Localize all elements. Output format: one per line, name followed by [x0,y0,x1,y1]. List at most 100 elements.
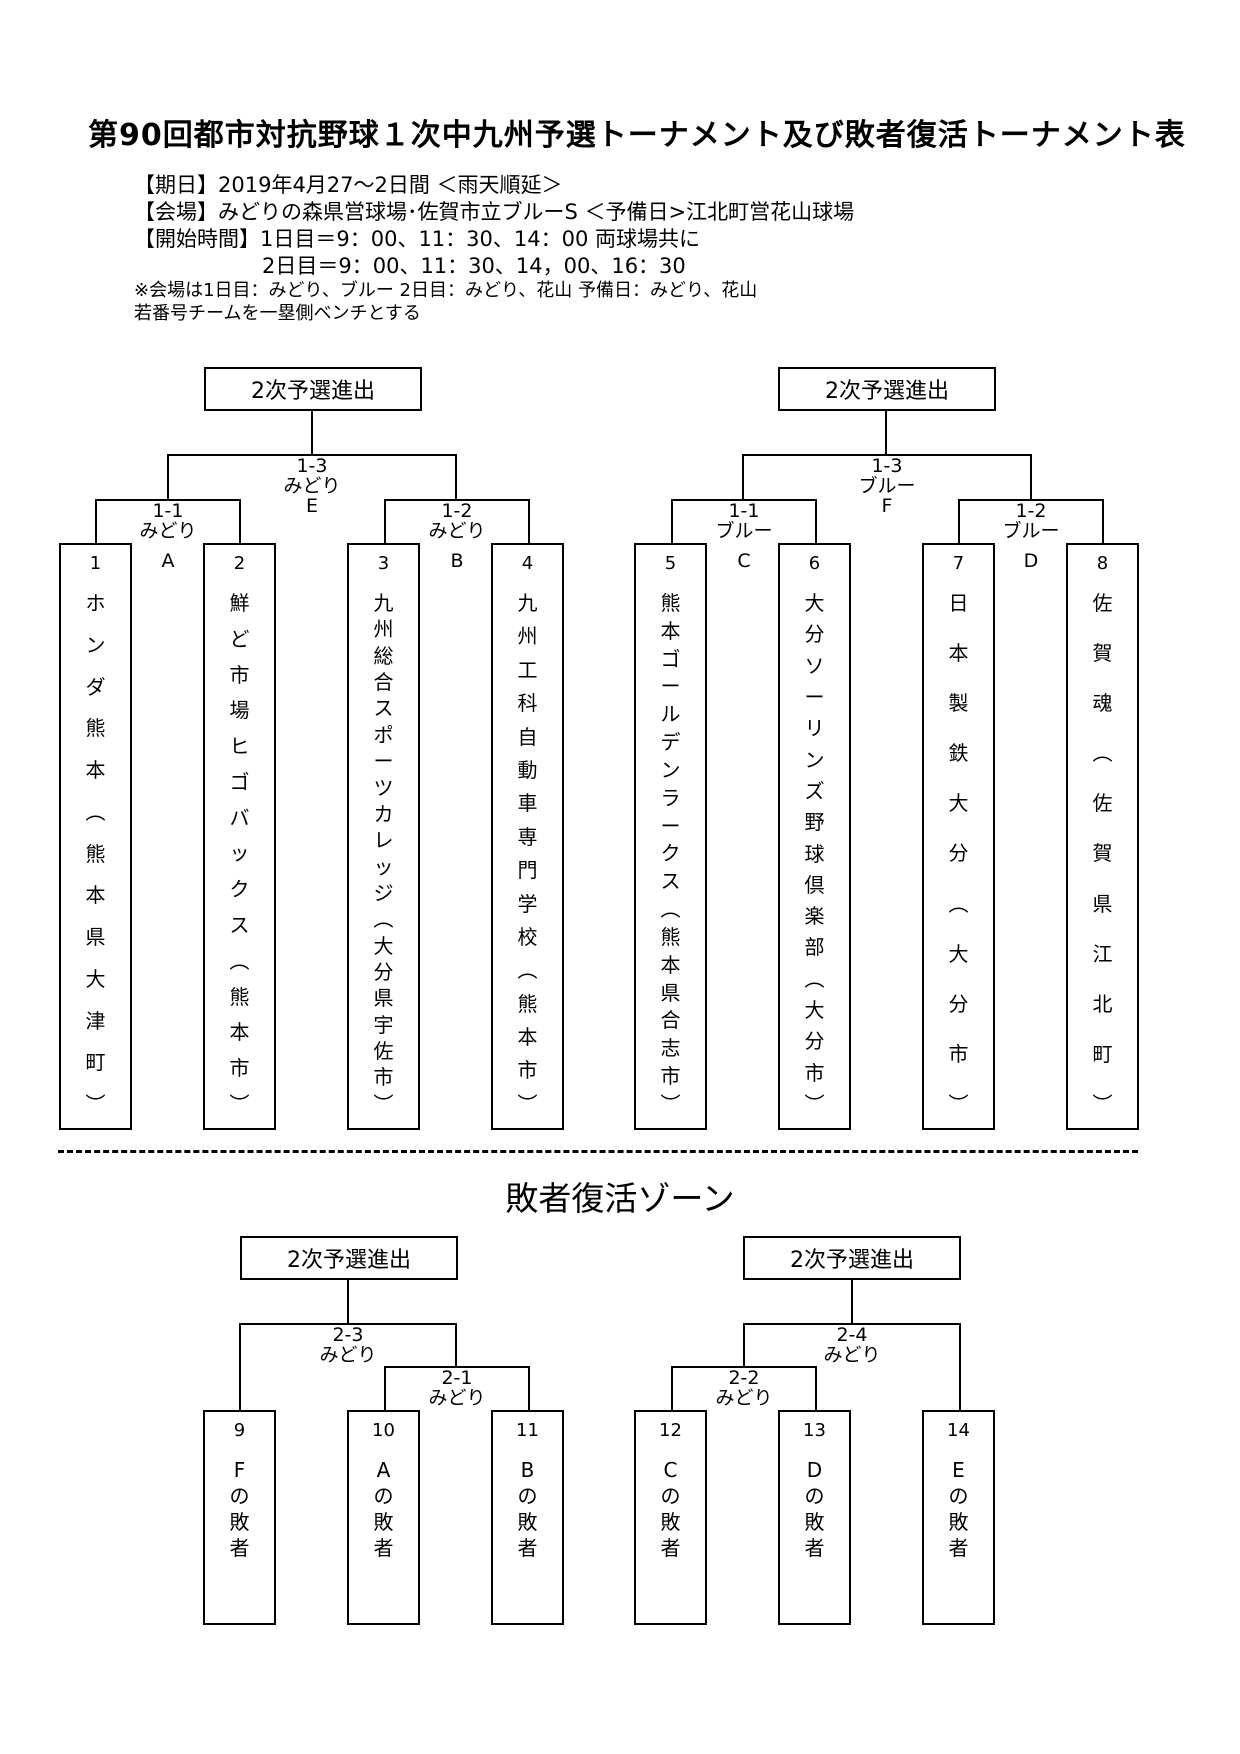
bracket-line [885,411,887,455]
bracket-line [815,1366,817,1410]
bracket-line [743,1323,961,1325]
bracket-line [671,499,673,543]
entry-name: 九州工科自動車専門学校︵熊本市︶ [517,591,538,1116]
entry-number: 7 [952,553,965,574]
entry-number: 5 [664,553,677,574]
entry-name: 佐賀魂︵佐賀県江北町︶ [1092,591,1113,1116]
info-start-day2: 2日目＝9：00、11：30、14，00、16：30 [262,254,686,278]
bracket-line [455,1323,457,1367]
losers-advance-box-right: 2次予選進出 [743,1236,961,1280]
entry-name: 熊本ゴールデンラークス︵熊本県合志市︶ [660,591,681,1116]
match-venue: ブルー [858,475,916,497]
team-box-3: 3 九州総合スポーツカレッジ︵大分県宇佐市︶ [347,543,420,1130]
match-tag: B [450,550,464,572]
match-tag: F [881,495,893,517]
entry-name: 九州総合スポーツカレッジ︵大分県宇佐市︶ [373,591,394,1116]
info-period: 【期日】2019年4月27～2日間 ＜雨天順延＞ [134,173,563,197]
match-code: 2-2 [728,1367,760,1389]
entry-number: 14 [947,1420,970,1441]
bracket-line [815,499,817,543]
advance-box-right: 2次予選進出 [778,367,996,411]
section-divider [58,1150,1138,1153]
bracket-line [384,499,386,543]
match-label: 1-2 ブルー [976,501,1086,541]
match-venue: みどり [319,1344,377,1366]
match-code: 2-4 [836,1324,868,1346]
bracket-line [384,1366,530,1368]
bracket-line [239,1323,457,1325]
match-venue: みどり [715,1387,773,1409]
bracket-line [958,499,1104,501]
bracket-line [671,1366,817,1368]
match-venue: みどり [139,520,197,542]
match-venue: みどり [428,1387,486,1409]
match-code: 2-1 [441,1367,473,1389]
bracket-line [1030,454,1032,500]
entry-number: 4 [521,553,534,574]
match-venue: ブルー [715,520,773,542]
entry-number: 13 [803,1420,826,1441]
match-tag: E [305,495,318,517]
entry-name: 日本製鉄大分︵大分市︶ [948,591,969,1116]
bracket-line [384,499,530,501]
bracket-line [959,1323,961,1410]
match-label: 1-1 ブルー [689,501,799,541]
entry-number: 3 [377,553,390,574]
match-label: 1-3 みどり E [257,456,367,516]
info-venue: 【会場】みどりの森県営球場･佐賀市立ブルーS ＜予備日>江北町営花山球場 [134,200,855,224]
entry-number: 9 [233,1420,246,1441]
bracket-line [239,499,241,543]
entry-number: 12 [659,1420,682,1441]
match-venue: みどり [428,520,486,542]
match-code: 1-2 [1015,500,1047,522]
match-venue: みどり [283,475,341,497]
entry-number: 8 [1096,553,1109,574]
bracket-line [528,1366,530,1410]
info-start-day1: 【開始時間】1日目＝9：00、11：30、14：00 両球場共に [134,227,701,251]
bracket-line [958,499,960,543]
bracket-line [311,411,313,455]
info-note-bench: 若番号チームを一塁側ベンチとする [134,303,421,324]
bracket-line [455,454,457,500]
entry-name: 大分ソーリンズ野球倶楽部︵大分市︶ [804,591,825,1116]
bracket-line [851,1280,853,1324]
bracket-line [671,1366,673,1410]
page-title: 第90回都市対抗野球１次中九州予選トーナメント及び敗者復活トーナメント表 [88,118,1186,153]
entry-number: 1 [89,553,102,574]
bracket-line [743,1323,745,1367]
match-label: 1-2 みどり [402,501,512,541]
match-code: 1-1 [728,500,760,522]
team-box-2: 2 鮮ど市場ヒゴバックス︵熊本市︶ [203,543,276,1130]
team-box-4: 4 九州工科自動車専門学校︵熊本市︶ [491,543,564,1130]
match-label: 2-2 みどり [689,1368,799,1408]
team-box-7: 7 日本製鉄大分︵大分市︶ [922,543,995,1130]
bracket-line [528,499,530,543]
bracket-line [167,454,169,500]
losers-zone-title: 敗者復活ゾーン [505,1179,735,1218]
match-code: 1-3 [296,455,328,477]
entry-number: 11 [516,1420,539,1441]
bracket-line [95,499,241,501]
losers-advance-box-left: 2次予選進出 [240,1236,458,1280]
entry-number: 10 [372,1420,395,1441]
match-code: 1-1 [152,500,184,522]
match-tag: A [161,550,175,572]
entry-number: 2 [233,553,246,574]
bracket-line [347,1280,349,1324]
entry-name: 鮮ど市場ヒゴバックス︵熊本市︶ [229,591,250,1116]
advance-box-left: 2次予選進出 [204,367,422,411]
bracket-line [384,1366,386,1410]
match-label: 2-3 みどり [293,1325,403,1365]
match-tag: C [737,550,751,572]
